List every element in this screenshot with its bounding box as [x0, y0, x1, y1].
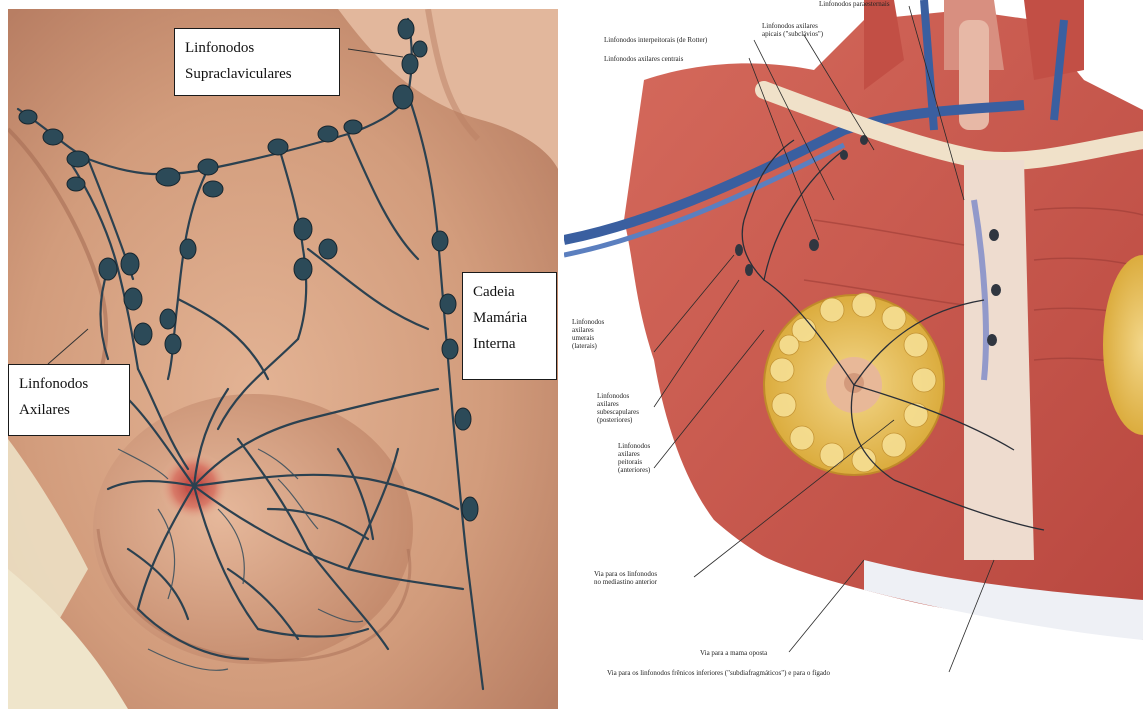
- label-line: Linfonodos: [185, 35, 329, 61]
- anatomy-dissection-drawing: [564, 0, 1143, 709]
- label-line: peitorais: [618, 458, 650, 466]
- label-line: Supraclaviculares: [185, 61, 329, 87]
- subscapular-nodes-label: Linfonodos axilares subescapulares (post…: [597, 392, 639, 424]
- label-line: Via para os linfonodos: [594, 570, 657, 578]
- label-line: apicais ("subclávios"): [762, 30, 823, 38]
- label-line: Linfonodos: [618, 442, 650, 450]
- label-line: Linfonodos: [19, 371, 119, 397]
- label-line: Linfonodos: [597, 392, 639, 400]
- label-line: axilares: [618, 450, 650, 458]
- right-illustration: Linfonodos paraesternais Linfonodos inte…: [564, 0, 1143, 709]
- parasternal-nodes-label: Linfonodos paraesternais: [819, 0, 890, 8]
- phrenic-path-label: Via para os linfonodos frênicos inferior…: [607, 669, 830, 677]
- label-line: axilares: [572, 326, 604, 334]
- label-line: Interna: [473, 331, 546, 357]
- label-line: (anteriores): [618, 466, 650, 474]
- label-line: Cadeia: [473, 279, 546, 305]
- supraclavicular-nodes-label: Linfonodos Supraclaviculares: [174, 28, 340, 96]
- mediastinum-path-label: Via para os linfonodos no mediastino ant…: [594, 570, 657, 586]
- label-line: no mediastino anterior: [594, 578, 657, 586]
- pectoral-nodes-label: Linfonodos axilares peitorais (anteriore…: [618, 442, 650, 474]
- label-line: umerais: [572, 334, 604, 342]
- label-line: Linfonodos: [572, 318, 604, 326]
- interpectoral-nodes-label: Linfonodos interpeitorais (de Rotter): [604, 36, 707, 44]
- label-line: Axilares: [19, 397, 119, 423]
- label-line: (laterais): [572, 342, 604, 350]
- label-line: axilares: [597, 400, 639, 408]
- label-line: subescapulares: [597, 408, 639, 416]
- label-line: Mamária: [473, 305, 546, 331]
- label-line: Linfonodos axilares: [762, 22, 823, 30]
- axillary-nodes-label: Linfonodos Axilares: [8, 364, 130, 436]
- label-line: (posteriores): [597, 416, 639, 424]
- apical-nodes-label: Linfonodos axilares apicais ("subclávios…: [762, 22, 823, 38]
- internal-mammary-chain-label: Cadeia Mamária Interna: [462, 272, 557, 380]
- humeral-nodes-label: Linfonodos axilares umerais (laterais): [572, 318, 604, 350]
- central-nodes-label: Linfonodos axilares centrais: [604, 55, 683, 63]
- opposite-breast-path-label: Via para a mama oposta: [700, 649, 767, 657]
